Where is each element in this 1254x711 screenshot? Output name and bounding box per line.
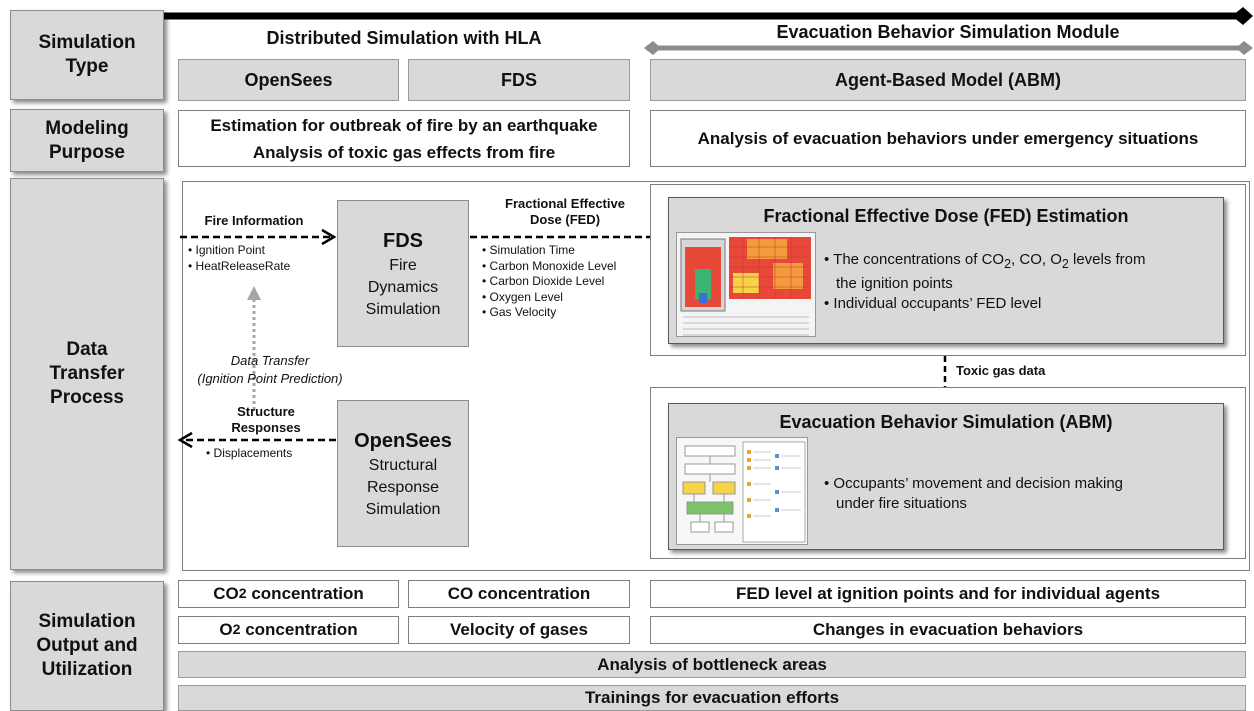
- fds-output-list: Simulation Time Carbon Monoxide Level Ca…: [482, 243, 648, 321]
- header-distributed-simulation: Distributed Simulation with HLA: [266, 28, 542, 48]
- fed-bullet-individual: • Individual occupants’ FED level: [824, 295, 1042, 312]
- abm-bullet: • Occupants’ movement and decision makin…: [824, 475, 1124, 492]
- fds-output-item: Oxygen Level: [482, 290, 648, 306]
- output-bottleneck-analysis: Analysis of bottleneck areas: [178, 651, 1246, 678]
- output-fed-level: FED level at ignition points and for ind…: [650, 580, 1246, 608]
- fds-node-line: Fire: [389, 256, 417, 274]
- type-box-abm: Agent-Based Model (ABM): [650, 59, 1246, 101]
- data-transfer-line: Data Transfer: [230, 353, 310, 368]
- fire-info-item: HeatReleaseRate: [188, 259, 328, 275]
- output-evacuation-training: Trainings for evacuation efforts: [178, 685, 1246, 711]
- fed-bullet-text: Individual occupants’ FED level: [833, 295, 1042, 312]
- fds-output-item: Simulation Time: [482, 243, 648, 259]
- opensees-node-line: Structural: [368, 456, 438, 474]
- type-box-opensees: OpenSees: [178, 59, 399, 101]
- fds-node: FDS Fire Dynamics Simulation: [337, 200, 469, 347]
- fed-transfer-label: Fractional Effective Dose (FED): [482, 196, 648, 228]
- type-box-fds: FDS: [408, 59, 630, 101]
- row-label-modeling-purpose: Modeling Purpose: [10, 109, 164, 172]
- subscript-2: 2: [238, 586, 247, 602]
- fds-smokeview-screenshot: [676, 232, 816, 337]
- row-label-simulation-type: Simulation Type: [10, 10, 164, 100]
- fed-bullet-text: , CO, O: [1011, 251, 1062, 268]
- opensees-node: OpenSees Structural Response Simulation: [337, 400, 469, 547]
- purpose-line-earthquake: Estimation for outbreak of fire by an ea…: [210, 115, 598, 135]
- fed-bullet-text: levels from: [1068, 251, 1146, 268]
- fds-output-item: Gas Velocity: [482, 305, 648, 321]
- output-evacuation-changes: Changes in evacuation behaviors: [650, 616, 1246, 644]
- row-label-data-transfer: Data Transfer Process: [10, 178, 164, 570]
- fed-bullet-concentrations: • The concentrations of CO2, CO, O2 leve…: [824, 251, 1146, 271]
- top-timeline-arrow: [160, 7, 1253, 25]
- subscript-2: 2: [1004, 257, 1012, 271]
- fds-output-item: Carbon Dioxide Level: [482, 274, 648, 290]
- subscript-2: 2: [1061, 257, 1069, 271]
- data-transfer-label: Data Transfer (Ignition Point Prediction…: [182, 352, 358, 388]
- fds-node-title: FDS: [383, 229, 423, 252]
- output-text: concentration: [240, 620, 358, 639]
- structure-label-line: Structure: [237, 404, 295, 419]
- fire-info-item: Ignition Point: [188, 243, 328, 259]
- fed-panel-bullets: • The concentrations of CO2, CO, O2 leve…: [824, 250, 1220, 314]
- structure-responses-list: Displacements: [206, 446, 336, 462]
- fds-node-line: Dynamics: [367, 278, 439, 296]
- purpose-line-evacuation: Analysis of evacuation behaviors under e…: [697, 129, 1199, 148]
- output-text: O: [219, 620, 233, 639]
- fire-information-list: Ignition Point HeatReleaseRate: [188, 243, 328, 274]
- output-gas-velocity: Velocity of gases: [408, 616, 630, 644]
- fed-bullet-text: The concentrations of CO: [833, 251, 1005, 268]
- purpose-line-toxic-gas: Analysis of toxic gas effects from fire: [252, 142, 556, 162]
- abm-bullet-text: Occupants’ movement and decision making: [833, 475, 1124, 492]
- purpose-box-evacuation: Analysis of evacuation behaviors under e…: [650, 110, 1246, 167]
- structure-response-item: Displacements: [206, 446, 336, 462]
- fed-label-line: Dose (FED): [529, 212, 601, 227]
- subscript-2: 2: [232, 622, 241, 638]
- fed-panel-title: Fractional Effective Dose (FED) Estimati…: [763, 206, 1129, 226]
- abm-model-screenshot: [676, 437, 808, 545]
- structure-label-line: Responses: [231, 420, 301, 435]
- opensees-node-title: OpenSees: [354, 429, 452, 452]
- fed-bullet-continuation: the ignition points: [836, 275, 953, 292]
- header-evacuation-module: Evacuation Behavior Simulation Module: [776, 22, 1120, 42]
- purpose-box-fire: Estimation for outbreak of fire by an ea…: [178, 110, 630, 167]
- fire-information-label: Fire Information: [204, 213, 304, 228]
- fds-output-item: Carbon Monoxide Level: [482, 259, 648, 275]
- fds-heatmap-image: [677, 233, 815, 336]
- opensees-node-line: Simulation: [365, 500, 441, 518]
- structure-responses-label: Structure Responses: [198, 404, 334, 436]
- output-text: CO: [213, 584, 239, 603]
- output-co-concentration: CO concentration: [408, 580, 630, 608]
- opensees-node-line: Response: [366, 478, 440, 496]
- data-transfer-line: (Ignition Point Prediction): [197, 371, 343, 386]
- abm-panel-bullets: • Occupants’ movement and decision makin…: [824, 474, 1220, 514]
- abm-bullet-continuation: under fire situations: [836, 495, 967, 512]
- fds-node-line: Simulation: [365, 300, 441, 318]
- toxic-gas-data-label: Toxic gas data: [956, 363, 1046, 378]
- output-text: concentration: [246, 584, 364, 603]
- fed-label-line: Fractional Effective: [505, 196, 625, 211]
- abm-panel-title: Evacuation Behavior Simulation (ABM): [779, 412, 1113, 432]
- evacuation-module-range-arrow: [644, 41, 1253, 55]
- abm-flowchart-image: [677, 438, 807, 544]
